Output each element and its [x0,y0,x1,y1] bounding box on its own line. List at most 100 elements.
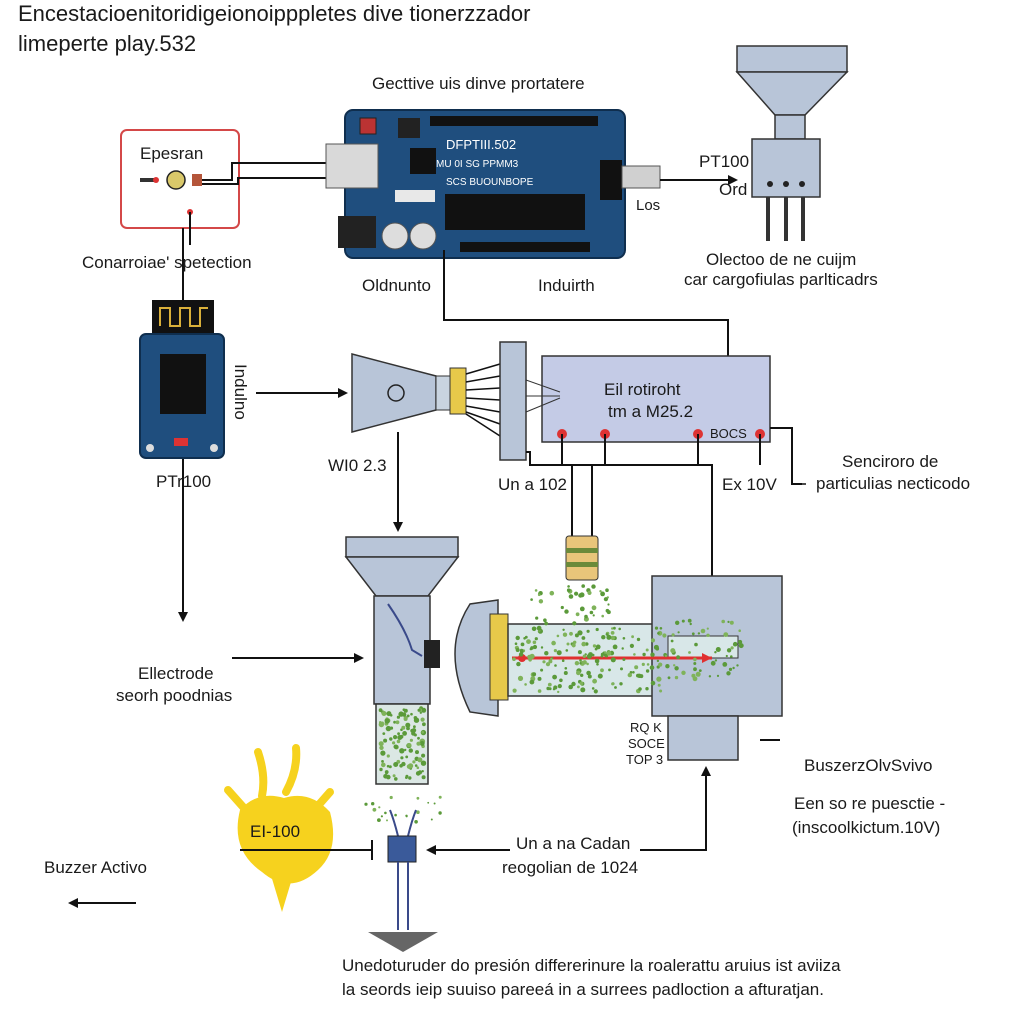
particle-dot [600,591,605,597]
particle-dot [636,637,641,642]
buzzer-left-label: Buzzer Activo [44,858,147,877]
particle-dot [619,682,623,686]
particle-dot [411,731,416,736]
particle-dot [385,771,388,775]
particle-dot [600,654,604,658]
bottom-caption-line2: la seords ieip suuiso pareeá in a surree… [342,980,824,999]
particle-dot [420,760,427,766]
particle-dot [534,637,538,641]
particle-dot [382,732,386,735]
connector-bracket [499,341,527,461]
rqk-label-1: RQ K [630,720,662,735]
particle-dot [547,682,552,687]
particle-dot [606,610,611,615]
particle-dot [727,620,730,624]
particle-dot [430,818,433,821]
particle-dot [665,664,670,669]
particle-dot [642,652,646,657]
rqk-label-3: TOP 3 [626,752,664,767]
particle-dot [544,621,548,626]
particle-dot [393,735,398,740]
particle-dot [567,585,570,588]
particle-dot [552,674,557,680]
particle-dot [674,666,679,671]
ei100-label: EI-100 [250,822,301,841]
particle-dot [412,760,416,764]
particle-dot [386,819,388,822]
particle-dot [603,597,609,602]
particle-dot [664,654,668,658]
particle-dot [605,588,609,592]
particle-dot [650,638,656,643]
particle-dot [520,642,525,647]
particle-dot [610,631,615,635]
particle-dot [706,633,710,637]
particle-dot [417,708,421,712]
induirth-label: Induirth [538,276,595,295]
particle-dot [650,652,655,657]
particle-dot [571,643,576,648]
particle-dot [551,640,556,646]
electrode-label-2: seorh poodnias [116,686,233,705]
particle-dot [517,675,524,682]
particle-dot [631,635,634,639]
particle-dot [399,734,404,739]
particle-dot [540,668,544,672]
particle-dot [656,659,660,663]
particle-dot [586,670,591,676]
particle-dot [421,731,425,734]
particle-dot [409,738,413,742]
particle-dot [574,591,579,596]
particle-dot [715,647,721,652]
sensor-label-1: Senciroro de [842,452,939,471]
particle-dot [393,720,396,724]
particle-dot [641,662,645,667]
board-wires [443,175,738,372]
particle-dot [577,630,583,636]
particle-dot [736,664,739,667]
particle-dot [372,807,377,812]
particle-dot [397,732,400,736]
particle-dot [404,748,407,752]
particle-dot [384,718,390,724]
particle-dot [681,670,686,675]
particle-dot [710,660,716,666]
particle-dot [606,651,612,656]
particle-dot [632,671,635,674]
particle-dot [592,678,597,684]
sensor-label-2: particulias necticodo [816,474,971,493]
particle-dot [532,640,537,645]
particle-dot [721,619,725,624]
particle-dot [544,651,549,656]
particle-dot [422,722,426,727]
una-label-2: reogolian de 1024 [502,858,639,877]
particle-dot [723,632,729,637]
particle-dot [675,620,680,625]
valve-junction [240,809,438,952]
particle-dot [728,667,733,672]
particle-dot [415,750,419,755]
particle-dot [572,621,577,626]
particle-dot [693,657,697,662]
particle-dot [534,589,538,592]
particle-dot [693,667,697,672]
fanout-wires [465,363,501,437]
particle-dot [693,662,697,665]
particle-dot [406,714,410,718]
particle-dot [601,614,604,618]
particle-dot [403,715,408,720]
particle-dot [392,741,396,745]
particle-dot [417,757,423,763]
particle-dot [417,736,420,740]
particle-dot [581,636,586,640]
particle-dot [650,680,656,686]
particle-dot [433,802,436,805]
conarroiae-label: Conarroiae' spetection [82,253,252,272]
pt100-probe [735,45,849,241]
board-header-label: Gecttive uis dinve prortatere [372,74,585,93]
eenso-label-1: Een so re puesctie - [794,794,946,813]
particle-dot [379,767,383,772]
particle-dot [646,663,650,666]
epesran-label: Epesran [140,144,204,163]
